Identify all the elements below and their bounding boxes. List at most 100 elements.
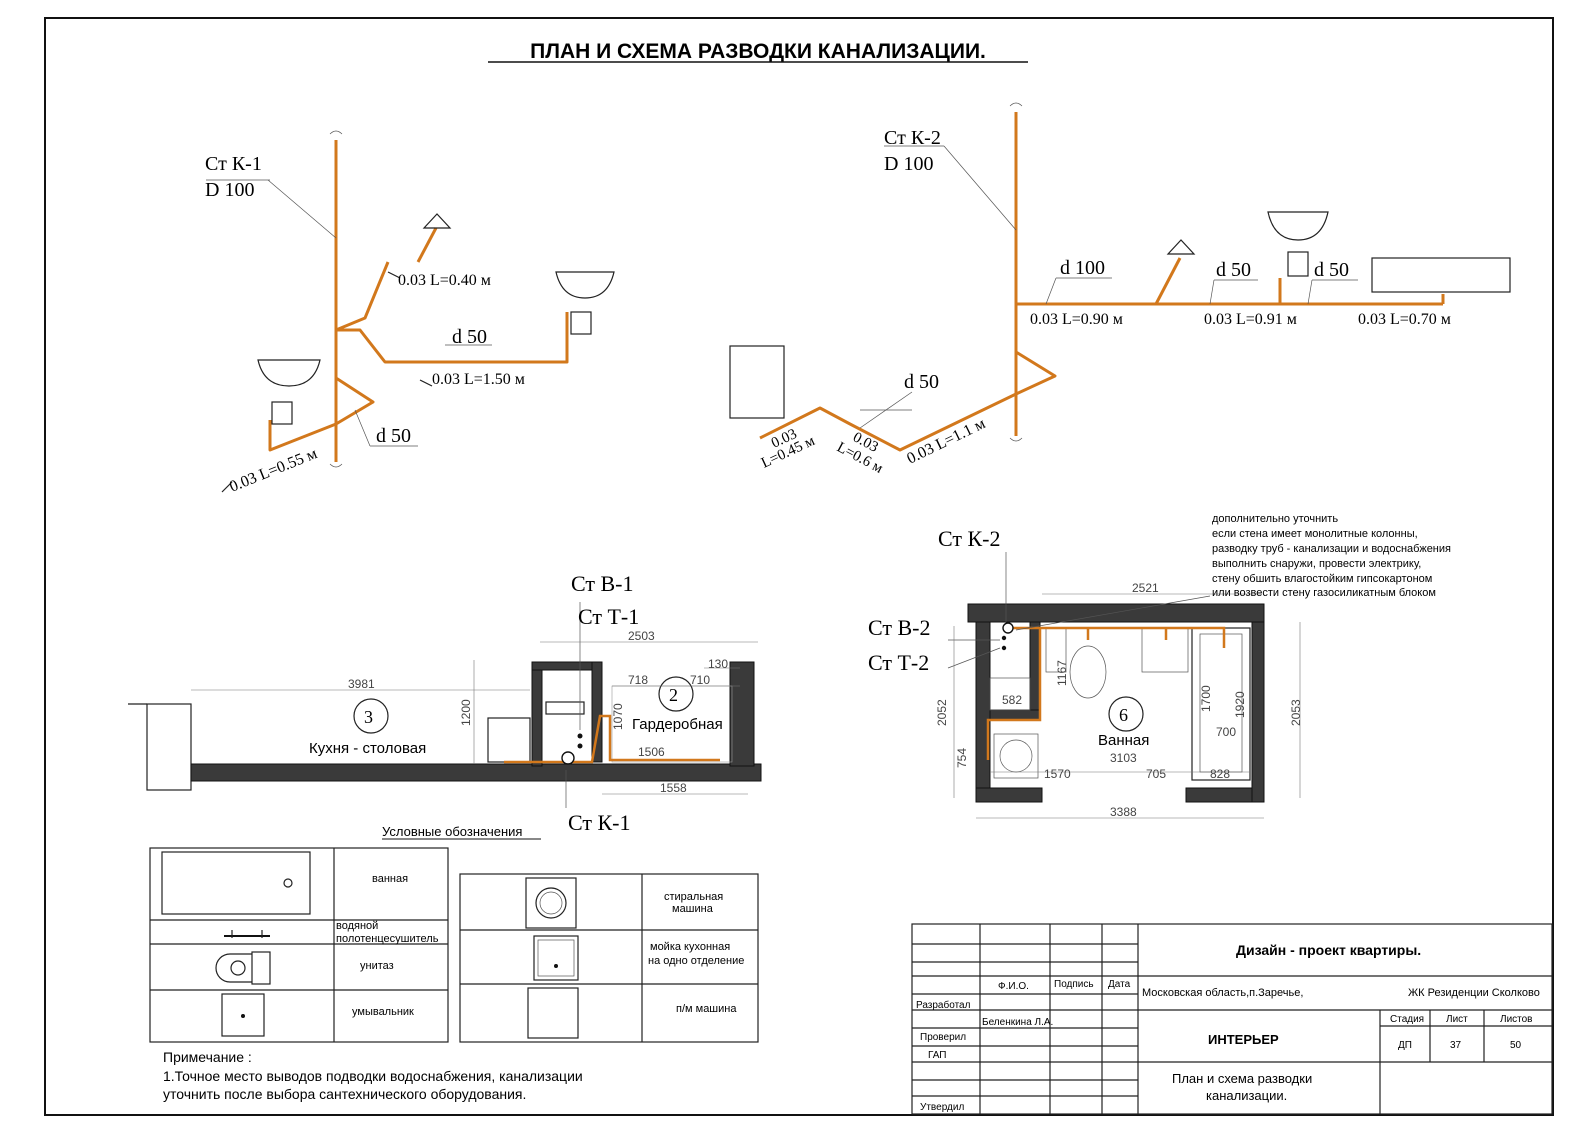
room-name: Ванная: [1098, 732, 1149, 749]
riser-label: Ст В-2: [868, 615, 931, 640]
dimension: 2053: [1289, 699, 1303, 726]
dimension: 828: [1210, 767, 1230, 781]
slope-label: 0.03 L=0.90 м: [1030, 311, 1123, 328]
stamp-sheet-title: канализации.: [1206, 1088, 1287, 1103]
stamp-value: 37: [1450, 1040, 1462, 1051]
stamp-row: Проверил: [920, 1032, 966, 1043]
legend-label-1a: водяной: [336, 920, 378, 932]
riser-k2-label: Ст К-2: [884, 127, 941, 149]
dimension: 1920: [1233, 691, 1247, 718]
stamp-row: Разработал: [916, 999, 971, 1011]
dimension: 1167: [1055, 660, 1069, 686]
riser-label: Ст К-1: [568, 810, 631, 835]
legend-label-r1b: на одно отделение: [648, 955, 744, 967]
note-line: дополнительно уточнить: [1212, 513, 1338, 525]
note-line: разводку труб - канализации и водоснабже…: [1212, 543, 1451, 555]
stamp-value: 50: [1510, 1040, 1522, 1051]
dimension: 1070: [611, 703, 625, 730]
diam-label: d 50: [904, 371, 939, 393]
dimension: 1570: [1044, 767, 1071, 781]
stamp-col: Ф.И.О.: [998, 981, 1029, 992]
diam-label: d 50: [376, 425, 411, 447]
washer-icon: [993, 733, 1039, 779]
dimension: 754: [955, 748, 969, 768]
bathtub-symbol-icon: [161, 851, 311, 915]
dimension: 718: [628, 673, 648, 687]
dimension: 2521: [1132, 581, 1159, 595]
legend-label: умывальник: [352, 1006, 414, 1018]
note-line: или возвести стену газосиликатным блоком: [1212, 587, 1436, 599]
dishwasher-symbol-icon: [527, 987, 579, 1039]
vent-icon: [422, 213, 452, 229]
legend-label: унитаз: [360, 960, 394, 972]
legend-label-r1a: мойка кухонная: [650, 941, 730, 953]
washer-box-icon: [1371, 257, 1511, 293]
toilet-symbol-icon: [251, 951, 271, 985]
stamp-row: Утвердил: [920, 1102, 964, 1113]
dishwasher-box-icon: [729, 345, 785, 419]
stamp-head: Листов: [1500, 1014, 1533, 1025]
dimension: 582: [1002, 693, 1022, 707]
riser-k2-diam: D 100: [884, 153, 933, 175]
legend-label-r0a: стиральная: [664, 891, 723, 903]
sink-icon: [555, 271, 615, 299]
slope-label: 0.03 L=0.55 м: [227, 445, 320, 496]
diam-label: d 50: [452, 326, 487, 348]
dimension: 3981: [348, 677, 375, 691]
diam-label: d 50: [1216, 259, 1251, 281]
stamp-address: Московская область,п.Заречье,: [1142, 987, 1303, 999]
stamp-col: Дата: [1108, 979, 1131, 990]
room-number: 2: [669, 685, 678, 705]
room-number-circle: [1108, 696, 1144, 732]
stamp-sheet-title: План и схема разводки: [1172, 1071, 1312, 1086]
room-name: Кухня - столовая: [309, 740, 426, 757]
riser-label: Ст Т-1: [578, 604, 639, 629]
dimension: 3103: [1110, 751, 1137, 765]
title-block: Дизайн - проект квартиры. Ф.И.О. Подпись…: [911, 923, 1553, 1115]
riser-label: Ст В-1: [571, 571, 634, 596]
dimension: 1506: [638, 745, 665, 759]
riser-k1-symbol: [561, 751, 575, 765]
dimension: 3388: [1110, 805, 1137, 819]
kitchen-sink-symbol-icon: [533, 935, 579, 981]
scheme-left: Ст К-1 D 100 0.03 L=0.40 м d 50 0.03 L=1…: [205, 130, 615, 496]
dimension: 705: [1146, 767, 1166, 781]
diam-label: d 50: [1314, 259, 1349, 281]
dimension: 700: [1216, 725, 1236, 739]
dimension: 2503: [628, 629, 655, 643]
page-title: ПЛАН И СХЕМА РАЗВОДКИ КАНАЛИЗАЦИИ.: [530, 40, 986, 63]
riser-k2-symbol: [1002, 622, 1014, 634]
note-title: Примечание :: [163, 1049, 252, 1065]
dimension: 1558: [660, 781, 687, 795]
dimension: 2052: [935, 699, 949, 726]
riser-label: Ст К-2: [938, 526, 1001, 551]
legend-label-1b: полотенцесушитель: [336, 933, 439, 945]
stamp-project: Дизайн - проект квартиры.: [1236, 942, 1421, 958]
room-number-circle: [658, 676, 694, 712]
sink-icon: [257, 359, 321, 387]
slope-label: 0.03 L=0.40 м: [398, 272, 491, 289]
stamp-dev-name: Беленкина Л.А.: [982, 1017, 1053, 1028]
stamp-value: ДП: [1398, 1040, 1412, 1051]
scheme-right: Ст К-2 D 100 d 100 d 50 d 50 0.03 L=0.90…: [729, 102, 1511, 477]
stamp-row: ГАП: [928, 1050, 947, 1061]
slope-label: 0.03 L=0.70 м: [1358, 311, 1451, 328]
plan-left: Ст В-1 Ст Т-1 Ст К-1 3 Кухня - столовая …: [128, 571, 762, 835]
stamp-head: Стадия: [1390, 1014, 1424, 1025]
riser-label: Ст Т-2: [868, 650, 929, 675]
note-line: уточнить после выбора сантехнического об…: [163, 1086, 526, 1102]
riser-k1-diam: D 100: [205, 179, 254, 201]
room-number: 6: [1119, 705, 1128, 725]
sink-icon: [1267, 211, 1329, 241]
dimension: 710: [690, 673, 710, 687]
sheet-frame: [44, 17, 1554, 1116]
note-line: стену обшить влагостойким гипсокартоном: [1212, 573, 1432, 585]
legend-title: Условные обозначения: [382, 824, 522, 839]
legend-label: п/м машина: [676, 1003, 737, 1015]
stamp-col: Подпись: [1054, 979, 1094, 990]
stamp-head: Лист: [1446, 1014, 1468, 1025]
legend-label: ванная: [372, 873, 408, 885]
legend: Условные обозначения ванная водяной поло…: [149, 824, 759, 1043]
diam-label: d 100: [1060, 257, 1105, 279]
